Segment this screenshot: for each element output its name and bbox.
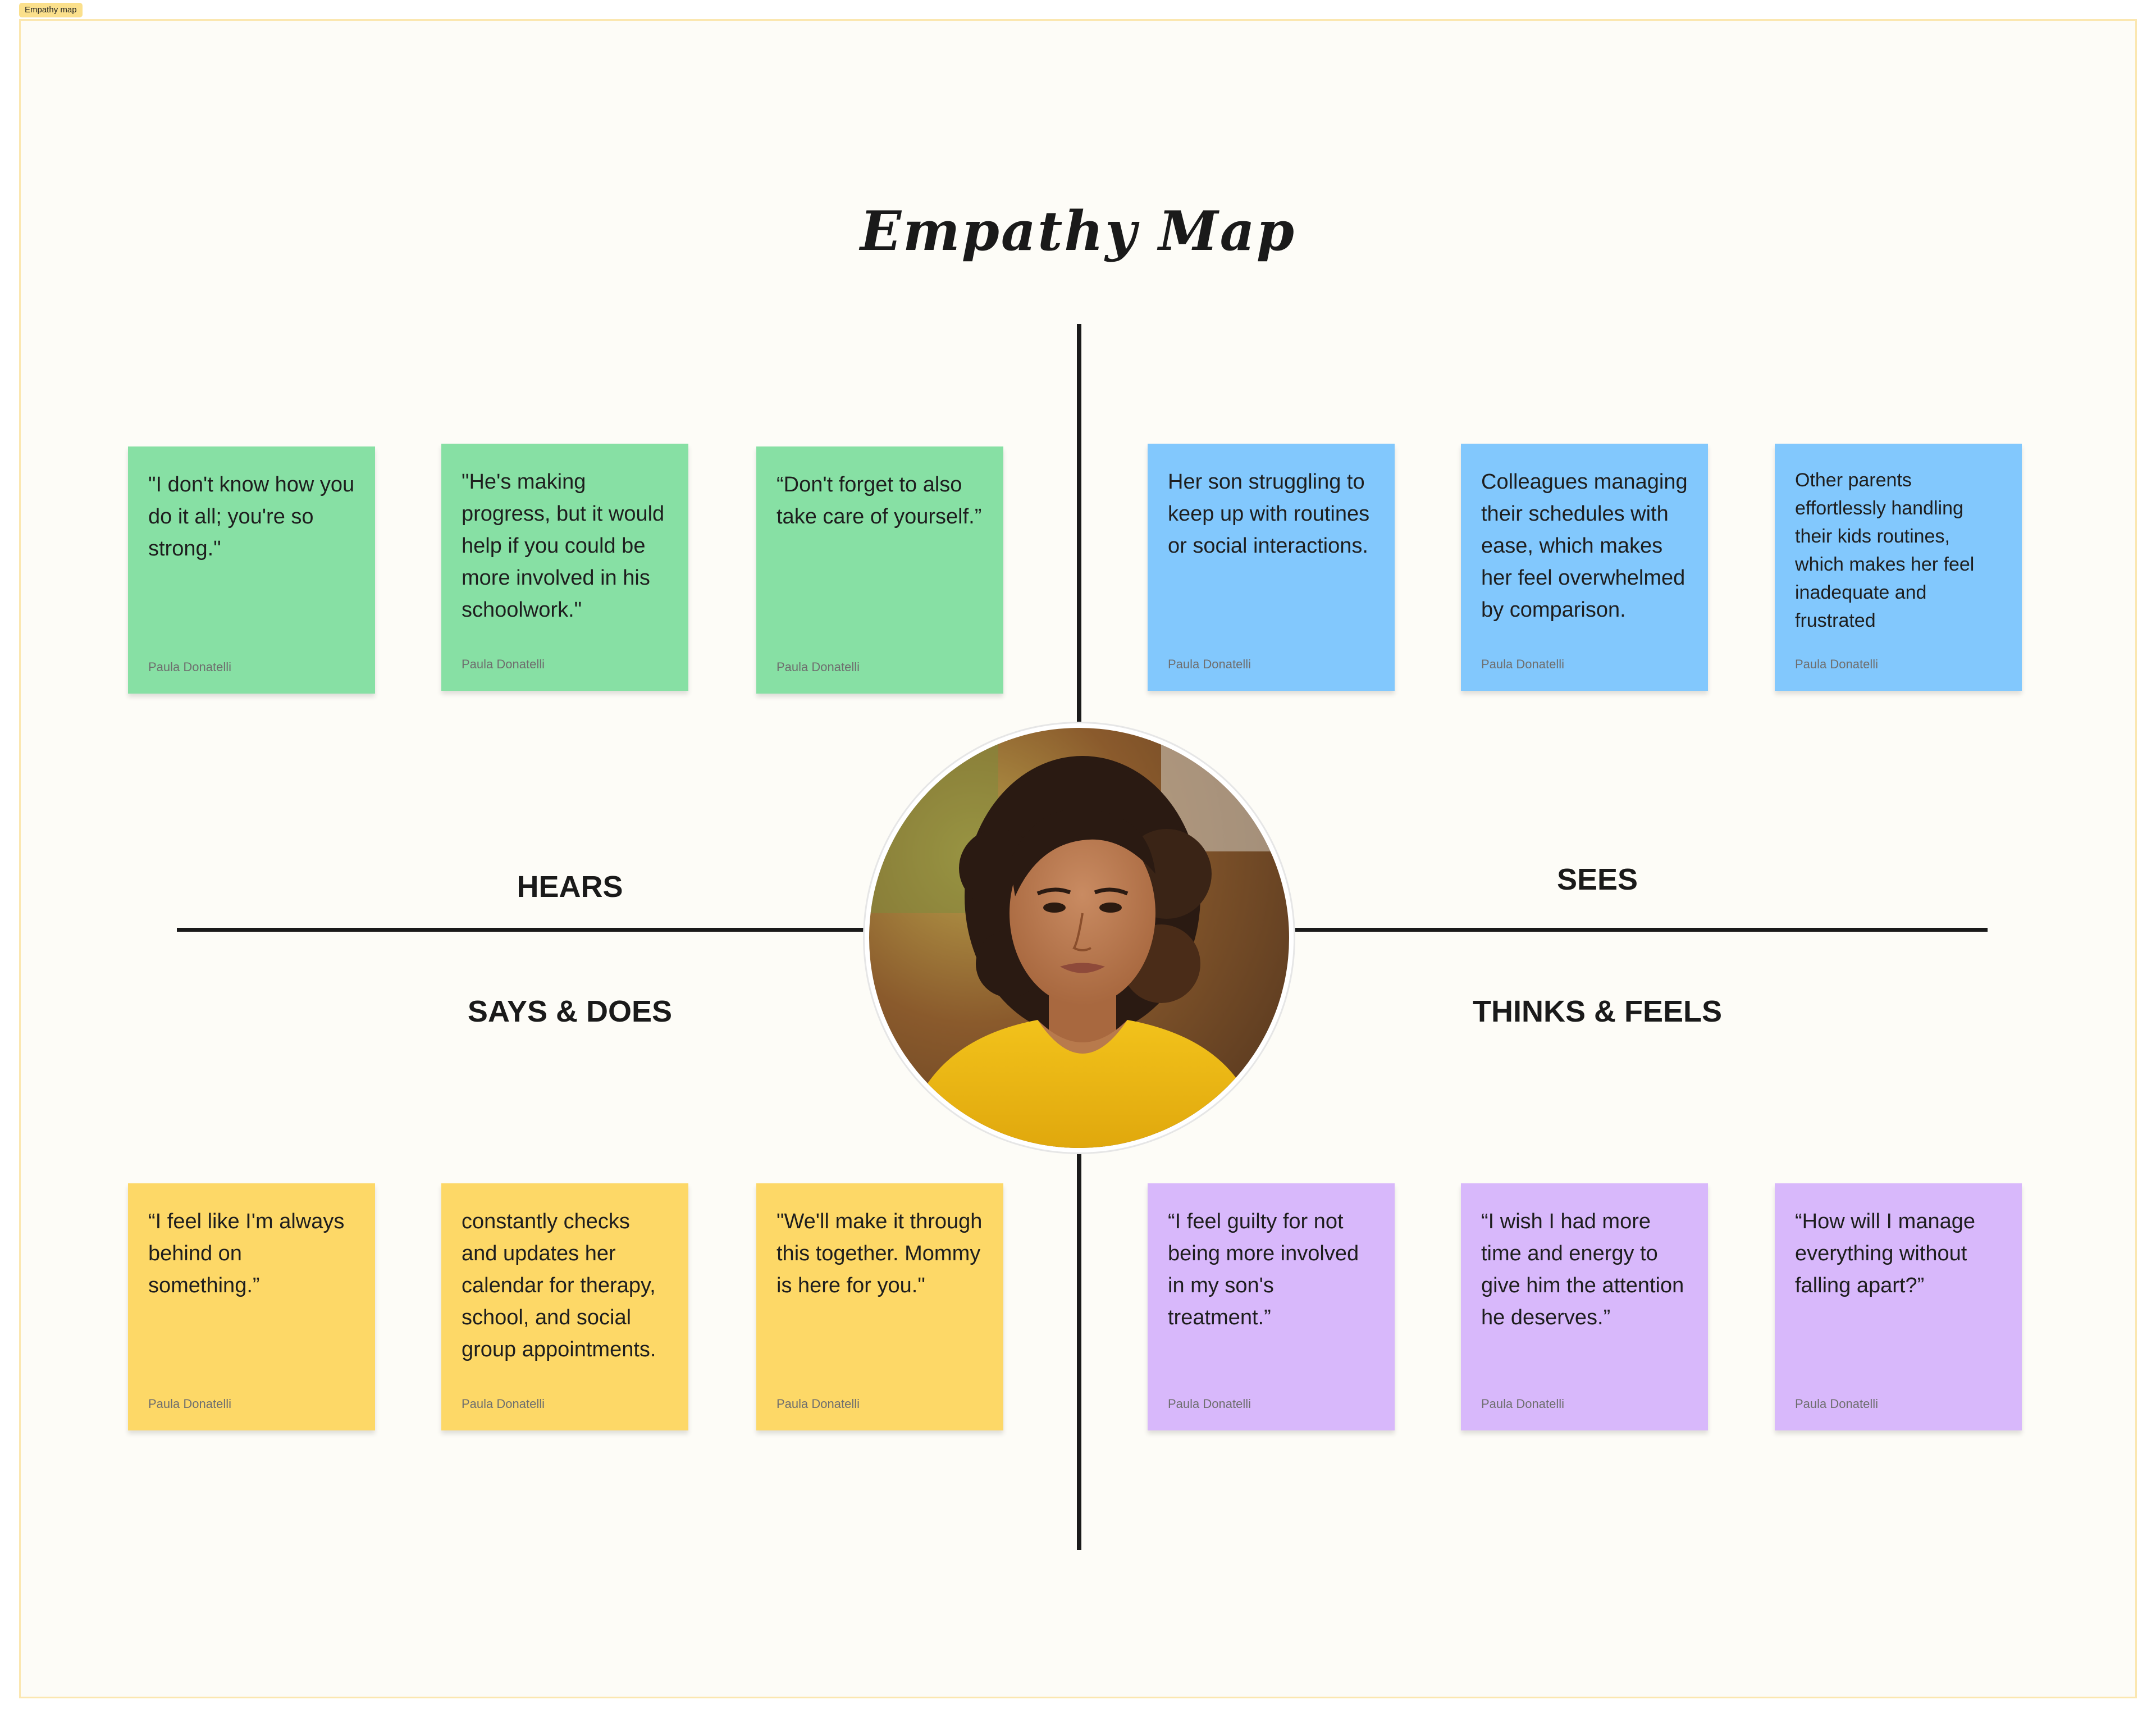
sticky-note-sees-3[interactable]: Other parents effortlessly handling thei… [1775, 444, 2022, 691]
vertical-divider-bottom [1077, 1151, 1081, 1550]
note-text: Other parents effortlessly handling thei… [1795, 470, 1975, 631]
sticky-note-thinks-feels-3[interactable]: “How will I manage everything without fa… [1775, 1183, 2022, 1430]
note-author: Paula Donatelli [462, 657, 545, 671]
horizontal-divider-left [177, 928, 867, 932]
quadrant-label-says-does: SAYS & DOES [467, 995, 673, 1028]
note-author: Paula Donatelli [1168, 1397, 1251, 1411]
person-photo-icon [869, 728, 1289, 1148]
horizontal-divider-right [1291, 928, 1988, 932]
quadrant-label-sees: SEES [1556, 863, 1638, 896]
vertical-divider-top [1077, 324, 1081, 724]
sticky-note-says-does-2[interactable]: constantly checks and updates her calend… [441, 1183, 688, 1430]
sticky-note-says-does-3[interactable]: "We'll make it through this together. Mo… [756, 1183, 1003, 1430]
note-text: Her son struggling to keep up with routi… [1168, 470, 1370, 558]
note-author: Paula Donatelli [776, 660, 860, 674]
note-author: Paula Donatelli [1481, 1397, 1564, 1411]
note-author: Paula Donatelli [1168, 657, 1251, 671]
note-author: Paula Donatelli [148, 1397, 231, 1411]
quadrant-label-thinks-feels: THINKS & FEELS [1472, 995, 1723, 1028]
board-title: Empathy Map [860, 199, 1296, 263]
note-text: “I wish I had more time and energy to gi… [1481, 1210, 1684, 1329]
note-author: Paula Donatelli [1795, 1397, 1878, 1411]
quadrant-label-hears: HEARS [517, 870, 623, 904]
note-text: "We'll make it through this together. Mo… [776, 1210, 983, 1297]
sticky-note-sees-2[interactable]: Colleagues managing their schedules with… [1461, 444, 1708, 691]
note-author: Paula Donatelli [1481, 657, 1564, 671]
note-text: Colleagues managing their schedules with… [1481, 470, 1688, 622]
note-text: "He's making progress, but it would help… [462, 470, 665, 622]
sticky-note-thinks-feels-2[interactable]: “I wish I had more time and energy to gi… [1461, 1183, 1708, 1430]
note-text: “I feel guilty for not being more involv… [1168, 1210, 1359, 1329]
note-author: Paula Donatelli [148, 660, 231, 674]
sticky-note-hears-2[interactable]: "He's making progress, but it would help… [441, 444, 688, 691]
sticky-note-thinks-feels-1[interactable]: “I feel guilty for not being more involv… [1148, 1183, 1395, 1430]
sticky-note-hears-1[interactable]: "I don't know how you do it all; you're … [128, 446, 375, 694]
note-text: “Don't forget to also take care of yours… [776, 473, 982, 528]
note-text: “How will I manage everything without fa… [1795, 1210, 1975, 1297]
sticky-note-hears-3[interactable]: “Don't forget to also take care of yours… [756, 446, 1003, 694]
note-text: “I feel like I'm always behind on someth… [148, 1210, 345, 1297]
sticky-note-sees-1[interactable]: Her son struggling to keep up with routi… [1148, 444, 1395, 691]
note-author: Paula Donatelli [776, 1397, 860, 1411]
persona-avatar[interactable] [865, 723, 1294, 1152]
note-author: Paula Donatelli [462, 1397, 545, 1411]
note-author: Paula Donatelli [1795, 657, 1878, 671]
frame-label[interactable]: Empathy map [19, 3, 83, 17]
note-text: constantly checks and updates her calend… [462, 1210, 656, 1361]
note-text: "I don't know how you do it all; you're … [148, 473, 355, 560]
sticky-note-says-does-1[interactable]: “I feel like I'm always behind on someth… [128, 1183, 375, 1430]
